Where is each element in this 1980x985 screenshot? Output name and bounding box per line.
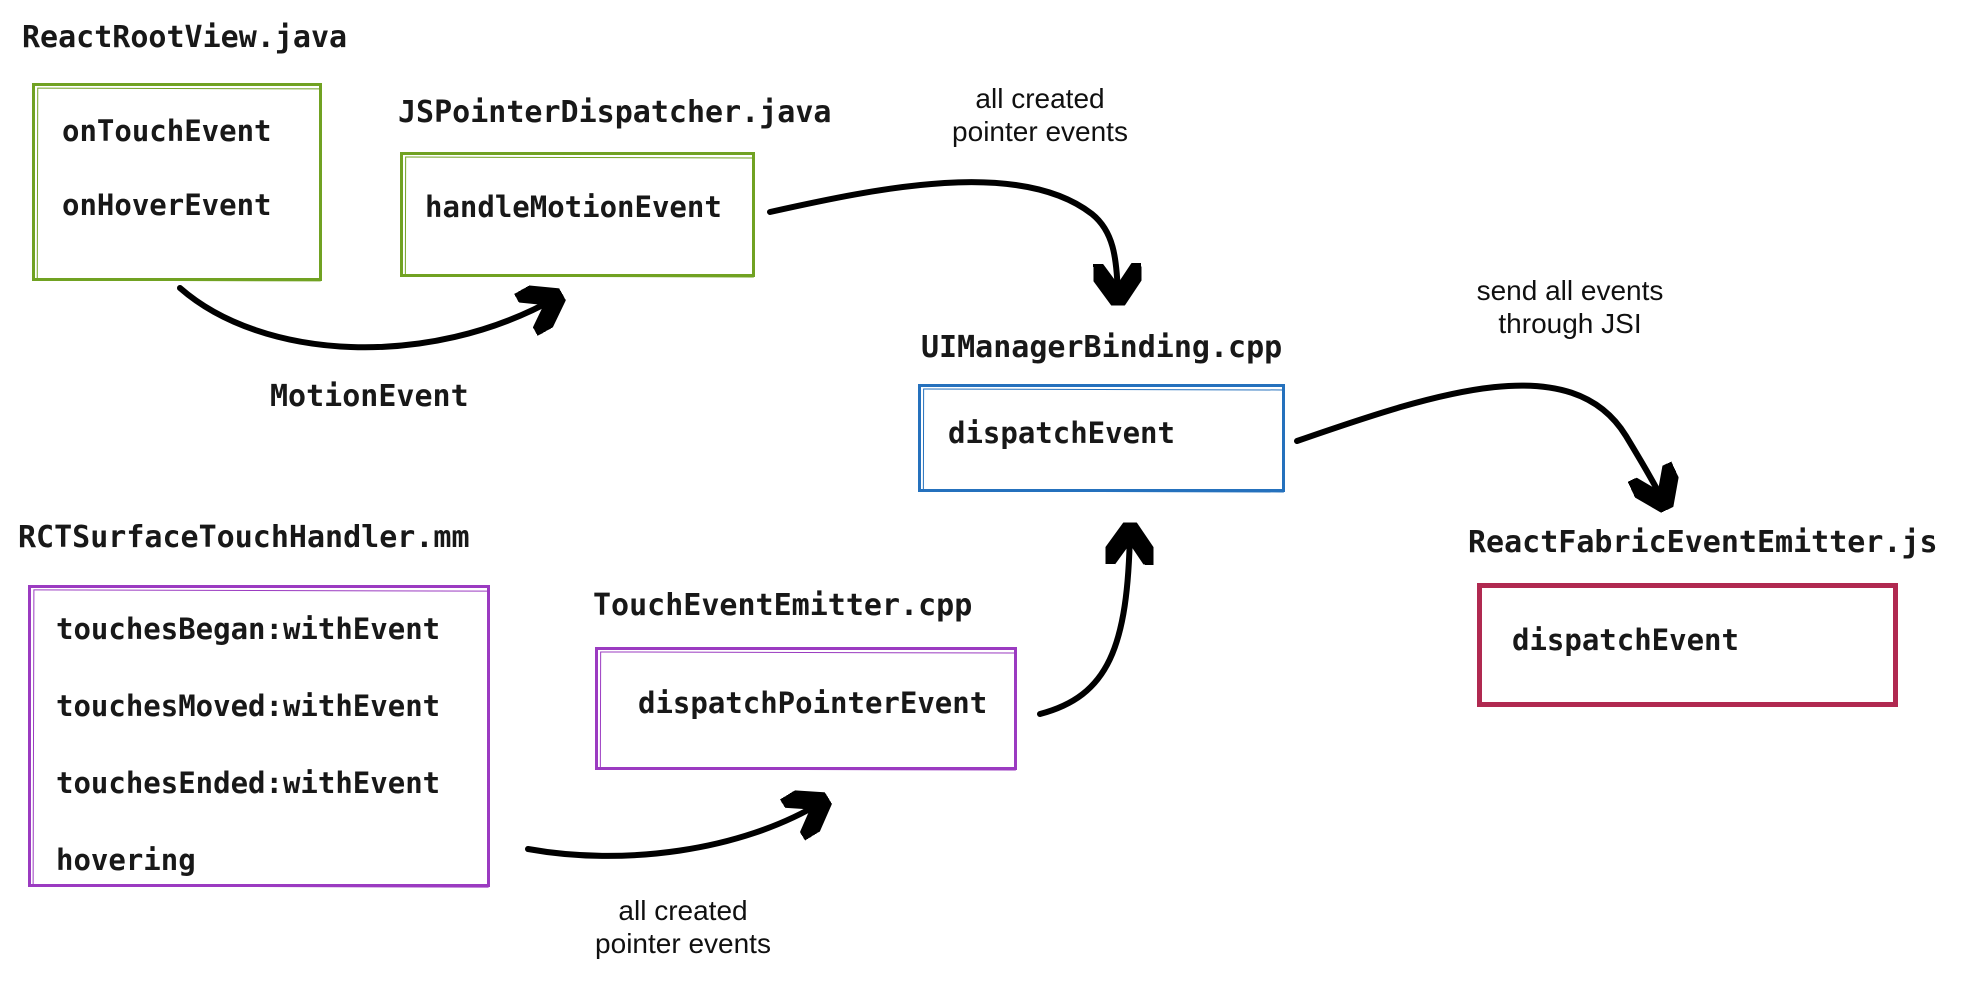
annotation-all-created-pointer-events-bottom: all created pointer events — [595, 895, 771, 959]
arrow-all-created-pointer-events-bottom — [525, 802, 822, 859]
method-handlemotionevent: handleMotionEvent — [425, 190, 722, 224]
node-uimanagerbinding: dispatchEvent — [918, 384, 1285, 492]
arrow-all-created-pointer-events-top — [767, 179, 1118, 298]
file-label-reactfabriceventemitter: ReactFabricEventEmitter.js — [1468, 525, 1938, 560]
arrow-touch-emitter-to-binding — [1037, 530, 1130, 717]
node-toucheventemitter: dispatchPointerEvent — [595, 647, 1017, 770]
node-reactrootview: onTouchEvent onHoverEvent — [32, 83, 322, 281]
method-onhoverevent: onHoverEvent — [62, 188, 272, 222]
file-label-toucheventemitter: TouchEventEmitter.cpp — [593, 588, 973, 623]
file-label-reactrootview: ReactRootView.java — [22, 20, 348, 55]
file-label-jspointerdispatcher: JSPointerDispatcher.java — [398, 95, 832, 130]
annotation-all-created-pointer-events-top: all created pointer events — [952, 83, 1128, 147]
file-label-uimanagerbinding: UIManagerBinding.cpp — [921, 330, 1283, 365]
method-ontouchevent: onTouchEvent — [62, 114, 272, 148]
arrow-send-all-events-through-jsi — [1294, 382, 1664, 503]
node-jspointerdispatcher: handleMotionEvent — [400, 152, 755, 277]
node-rctsurfacetouchhandler: touchesBegan:withEvent touchesMoved:with… — [28, 585, 490, 887]
method-touchesbegan: touchesBegan:withEvent — [56, 612, 441, 646]
annotation-send-all-events-through-jsi: send all events through JSI — [1476, 275, 1664, 339]
method-touchesmoved: touchesMoved:withEvent — [56, 689, 441, 723]
method-hovering: hovering — [56, 843, 196, 877]
method-dispatchevent-fabric: dispatchEvent — [1512, 623, 1739, 657]
node-reactfabriceventemitter: dispatchEvent — [1477, 583, 1898, 707]
method-touchesended: touchesEnded:withEvent — [56, 766, 441, 800]
file-label-rctsurfacetouchhandler: RCTSurfaceTouchHandler.mm — [18, 520, 470, 555]
method-dispatchevent-binding: dispatchEvent — [948, 416, 1175, 450]
annotation-motionevent: MotionEvent — [270, 379, 469, 414]
arrow-motion-event — [177, 288, 556, 351]
method-dispatchpointerevent: dispatchPointerEvent — [638, 686, 988, 720]
